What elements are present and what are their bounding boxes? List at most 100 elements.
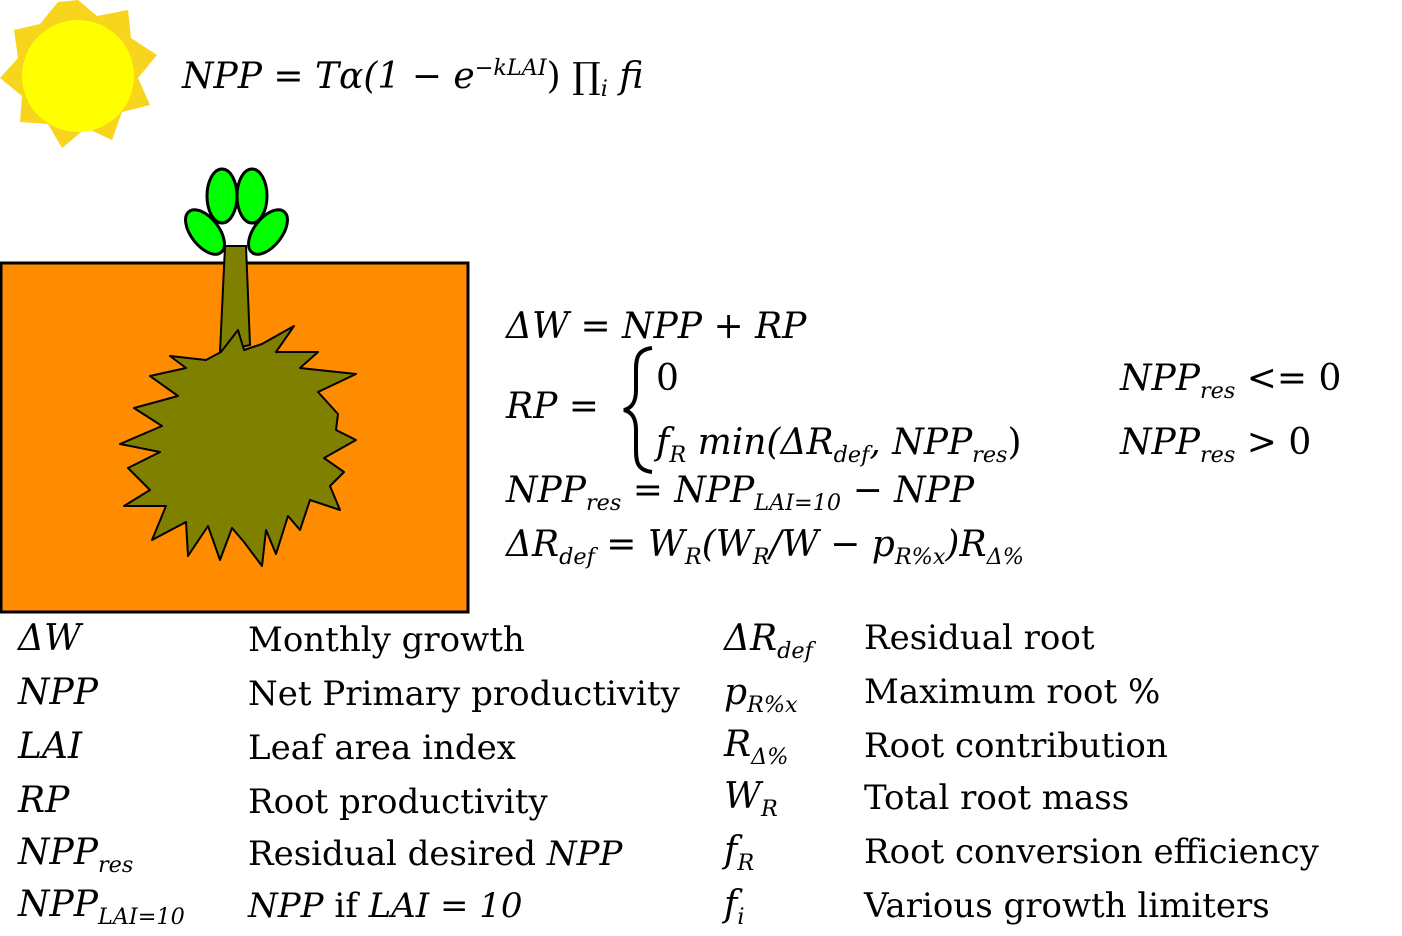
res-eq-sub: LAI=10: [754, 490, 842, 517]
rp-case2-npp: , NPP: [869, 422, 973, 463]
legend-description: Residual root: [864, 618, 1095, 658]
def-c: /W − p: [769, 524, 895, 565]
legend-symbol: ΔRdef: [724, 618, 813, 662]
legend-symbol: WR: [724, 776, 778, 820]
rp-case2-cond-sub: res: [1199, 442, 1236, 469]
legend-description: Various growth limiters: [864, 886, 1270, 926]
legend-symbol-sub: res: [97, 852, 134, 879]
leaf-icon: [235, 167, 269, 225]
legend-description: Net Primary productivity: [248, 674, 680, 714]
legend-symbol: pR%x: [724, 672, 798, 716]
rp-case2-min: min(ΔR: [686, 422, 834, 463]
legend-symbol-sub: i: [737, 904, 745, 931]
npp-equals: =: [273, 56, 304, 97]
leaf-icon: [205, 167, 239, 225]
legend-symbol: RP: [18, 780, 69, 821]
legend-symbol: LAI: [18, 726, 82, 767]
rp-case2-value: fR min(ΔRdef, NPPres): [656, 422, 1022, 466]
legend-symbol-sub: R: [761, 796, 778, 823]
rp-case2-f: f: [656, 422, 670, 463]
legend-symbol-main: ΔR: [724, 618, 778, 659]
legend-description: Root contribution: [864, 726, 1168, 766]
def-lhs-sub: def: [559, 544, 595, 571]
legend-symbol: ΔW: [18, 618, 81, 659]
npp-rhs-sub: i: [600, 76, 608, 103]
leaf-icon: [184, 208, 226, 256]
rp-case2-res: res: [972, 442, 1008, 469]
legend-symbol: fR: [724, 830, 754, 874]
legend-description: NPP if LAI = 10: [248, 886, 523, 926]
sun-icon: [0, 0, 157, 148]
legend-description: Leaf area index: [248, 728, 516, 768]
res-lhs: NPP: [506, 470, 586, 511]
rp-case2-def: def: [833, 442, 870, 469]
delta-r-def-equation: ΔRdef = WR(WR/W − pR%x)RΔ%: [506, 524, 1024, 568]
npp-rhs-b: ) ∏: [546, 56, 601, 97]
legend-symbol-main: f: [724, 830, 738, 871]
legend-symbol: NPPLAI=10: [18, 884, 185, 928]
def-a: = W: [594, 524, 685, 565]
legend-description: Residual desired NPP: [248, 834, 622, 874]
def-b: (W: [701, 524, 753, 565]
legend-symbol-sub: R%x: [747, 692, 798, 719]
def-d-sub: Δ%: [986, 544, 1024, 571]
npp-res-equation: NPPres = NPPLAI=10 − NPP: [506, 470, 975, 514]
legend-symbol-main: NPP: [18, 884, 98, 925]
legend-desc-math: LAI = 10: [368, 886, 523, 926]
legend-description: Maximum root %: [864, 672, 1161, 712]
legend-symbol: fi: [724, 884, 744, 928]
legend-symbol: NPPres: [18, 832, 133, 876]
rp-case2-close: ): [1007, 422, 1022, 463]
legend-symbol-sub: LAI=10: [97, 904, 185, 931]
rp-case1-cond-rest: <= 0: [1235, 358, 1342, 399]
def-a-sub: R: [684, 544, 702, 571]
legend-symbol-main: f: [724, 884, 738, 925]
def-c-sub: R%x: [894, 544, 946, 571]
legend-symbol: RΔ%: [724, 724, 788, 768]
legend-desc-math: NPP: [248, 886, 324, 926]
rp-case1-condition: NPPres <= 0: [1120, 358, 1342, 402]
rp-case1-cond-sub: res: [1199, 378, 1236, 405]
leaf-icon: [247, 208, 289, 256]
dw-equation: ΔW = NPP + RP: [506, 306, 807, 347]
legend-symbol-main: RP: [18, 780, 70, 821]
plant-stem: [218, 245, 252, 354]
rp-case1-value: 0: [656, 358, 679, 399]
legend-symbol-main: p: [724, 672, 748, 713]
legend-description: Root conversion efficiency: [864, 832, 1319, 872]
legend-symbol-main: NPP: [18, 832, 98, 873]
def-b-sub: R: [752, 544, 770, 571]
res-tail: − NPP: [841, 470, 975, 511]
npp-equation: NPP = Tα(1 − e−kLAI) ∏i fi: [182, 56, 643, 100]
legend-description: Root productivity: [248, 782, 548, 822]
rp-case2-cond-main: NPP: [1120, 422, 1200, 463]
legend-symbol-sub: Δ%: [751, 744, 789, 771]
rp-case1-cond-main: NPP: [1120, 358, 1200, 399]
legend-symbol-main: NPP: [18, 672, 98, 713]
leaves: [184, 167, 289, 256]
sun-core: [22, 20, 134, 132]
res-lhs-sub: res: [585, 490, 622, 517]
legend-desc-text: Residual desired: [248, 834, 547, 874]
legend-description: Total root mass: [864, 778, 1130, 818]
legend-description: Monthly growth: [248, 620, 525, 660]
rp-case2-condition: NPPres > 0: [1120, 422, 1312, 466]
legend-symbol-sub: R: [737, 850, 755, 877]
rp-lhs: RP =: [506, 386, 599, 427]
legend-desc-text: if: [323, 886, 369, 926]
res-eq: = NPP: [621, 470, 755, 511]
cases-brace: [623, 346, 653, 474]
rp-case1-zero: 0: [656, 358, 679, 399]
def-lhs: ΔR: [506, 524, 560, 565]
def-d: )R: [945, 524, 987, 565]
legend-symbol-main: ΔW: [18, 618, 81, 659]
root-mass: [119, 325, 357, 567]
npp-lhs: NPP: [182, 56, 262, 97]
legend-symbol-main: LAI: [18, 726, 83, 767]
npp-rhs-a: Tα(1 − e: [315, 56, 475, 97]
legend-desc-math: NPP: [546, 834, 623, 874]
legend-symbol: NPP: [18, 672, 98, 713]
rp-case2-cond-rest: > 0: [1235, 422, 1312, 463]
legend-symbol-main: R: [724, 724, 752, 765]
